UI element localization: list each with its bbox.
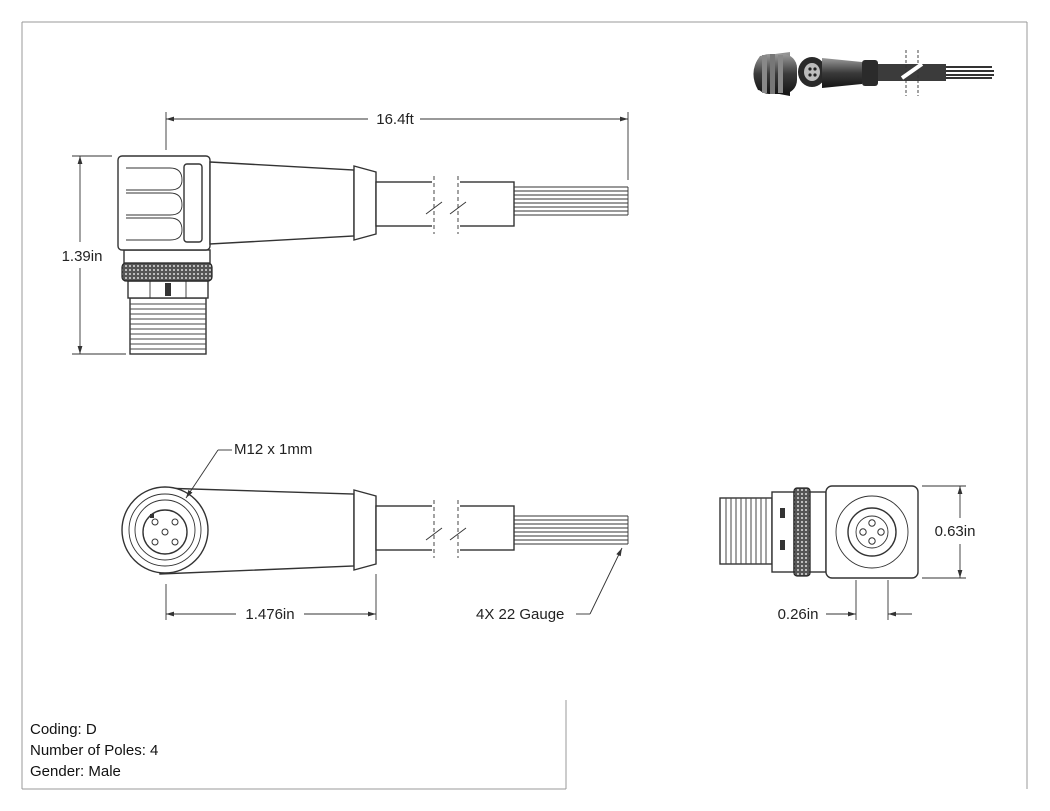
spec-poles: Number of Poles: 4: [30, 742, 158, 759]
break-symbol-side: [425, 176, 467, 234]
face-height-label: 0.63in: [935, 523, 976, 540]
wire-gauge-callout: 4X 22 Gauge: [476, 547, 623, 623]
overmold-length-dimension: 1.476in: [165, 574, 377, 623]
connector-front-view: [719, 485, 919, 579]
spec-coding: Coding: D: [30, 721, 97, 738]
thread-spec-label: M12 x 1mm: [234, 441, 312, 458]
height-dimension: 1.39in: [62, 155, 126, 355]
connector-3d-preview: [753, 50, 994, 96]
height-label: 1.39in: [62, 248, 103, 265]
face-depth-dimension: 0.26in: [778, 580, 912, 623]
overmold-length-label: 1.476in: [245, 606, 294, 623]
face-depth-label: 0.26in: [778, 606, 819, 623]
cable-length-label: 16.4ft: [376, 111, 414, 128]
connector-top-view: [121, 486, 629, 575]
sheet-frame: [21, 21, 1028, 790]
cable-length-dimension: 16.4ft: [165, 111, 629, 180]
spec-notes: Coding: D Number of Poles: 4 Gender: Mal…: [30, 721, 158, 780]
connector-side-view: [117, 155, 629, 355]
thread-callout: M12 x 1mm: [185, 441, 312, 499]
face-height-dimension: 0.63in: [922, 485, 976, 579]
spec-gender: Gender: Male: [30, 763, 121, 780]
wire-gauge-label: 4X 22 Gauge: [476, 606, 564, 623]
break-symbol-top: [425, 500, 467, 558]
